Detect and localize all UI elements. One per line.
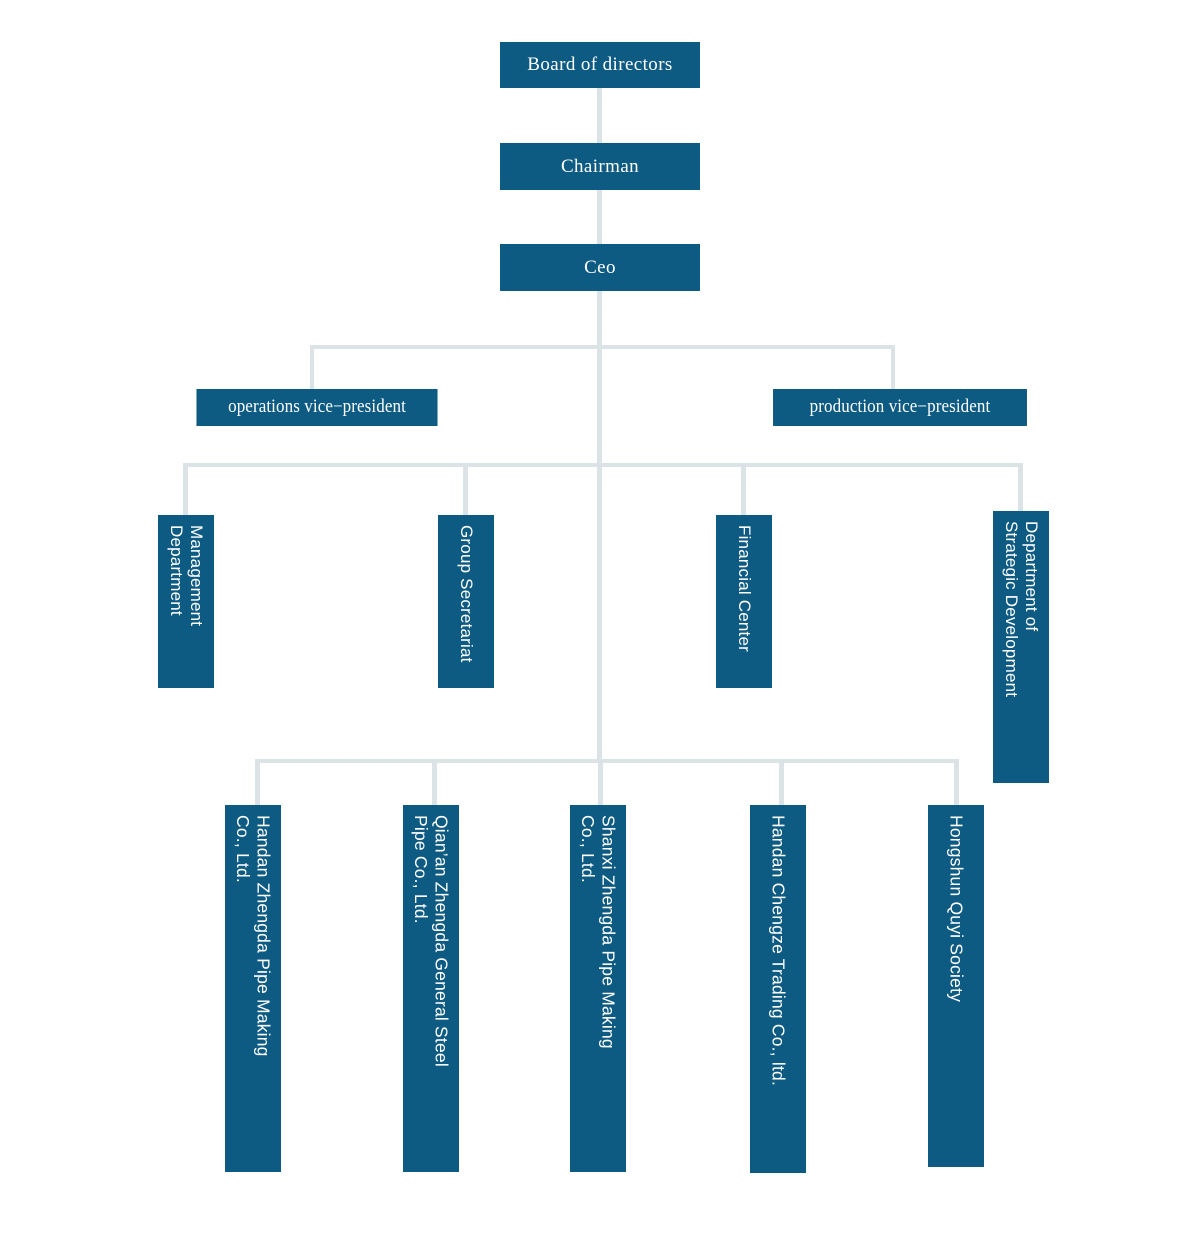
connector-subsidiaries-bar	[258, 759, 958, 763]
connector-drop-strategic-development	[1018, 463, 1023, 511]
connector-ceo-trunk	[597, 291, 602, 763]
node-board-of-directors[interactable]: Board of directors	[500, 42, 700, 88]
node-financial-center[interactable]: Financial Center	[716, 515, 772, 688]
node-label: Qian’an Zhengda General Steel Pipe Co., …	[411, 815, 452, 1067]
node-label: Financial Center	[735, 525, 755, 652]
connector-drop-management-department	[183, 463, 188, 517]
node-operations-vice-president[interactable]: operations vice−president	[196, 389, 438, 426]
connector-drop-subsidiary-2	[432, 759, 437, 807]
node-label: Group Secretariat	[457, 525, 477, 663]
node-label: Department of Strategic Development	[1002, 521, 1042, 698]
node-department-of-strategic-development[interactable]: Department of Strategic Development	[993, 511, 1049, 783]
connector-board-to-chairman	[597, 88, 602, 143]
connector-drop-financial-center	[741, 463, 746, 517]
node-shanxi-zhengda-pipe-making[interactable]: Shanxi Zhengda Pipe Making Co., Ltd.	[570, 805, 626, 1172]
node-label: Handan Chengze Trading Co., ltd.	[768, 815, 789, 1087]
connector-vp-bar	[310, 345, 895, 349]
connector-drop-subsidiary-3	[598, 759, 603, 807]
node-label: Shanxi Zhengda Pipe Making Co., Ltd.	[578, 815, 619, 1049]
connector-drop-subsidiary-1	[255, 759, 260, 807]
node-chairman[interactable]: Chairman	[500, 143, 700, 190]
node-management-department[interactable]: Management Department	[158, 515, 214, 688]
node-label: Hongshun Quyi Society	[946, 815, 967, 1003]
connector-drop-production-vp	[891, 345, 895, 391]
connector-chairman-to-ceo	[597, 190, 602, 244]
node-handan-zhengda-pipe-making[interactable]: Handan Zhengda Pipe Making Co., Ltd.	[225, 805, 281, 1172]
node-qianan-zhengda-general-steel-pipe[interactable]: Qian’an Zhengda General Steel Pipe Co., …	[403, 805, 459, 1172]
node-handan-chengze-trading[interactable]: Handan Chengze Trading Co., ltd.	[750, 805, 806, 1173]
connector-drop-subsidiary-5	[954, 759, 959, 807]
node-label: Handan Zhengda Pipe Making Co., Ltd.	[233, 815, 274, 1057]
connector-drop-subsidiary-4	[779, 759, 784, 807]
connector-drop-group-secretariat	[463, 463, 468, 517]
connector-departments-bar	[187, 463, 1023, 467]
connector-drop-operations-vp	[310, 345, 314, 391]
node-group-secretariat[interactable]: Group Secretariat	[438, 515, 494, 688]
node-label: Management Department	[167, 525, 207, 627]
node-production-vice-president[interactable]: production vice−president	[773, 389, 1027, 426]
node-ceo[interactable]: Ceo	[500, 244, 700, 291]
node-hongshun-quyi-society[interactable]: Hongshun Quyi Society	[928, 805, 984, 1167]
